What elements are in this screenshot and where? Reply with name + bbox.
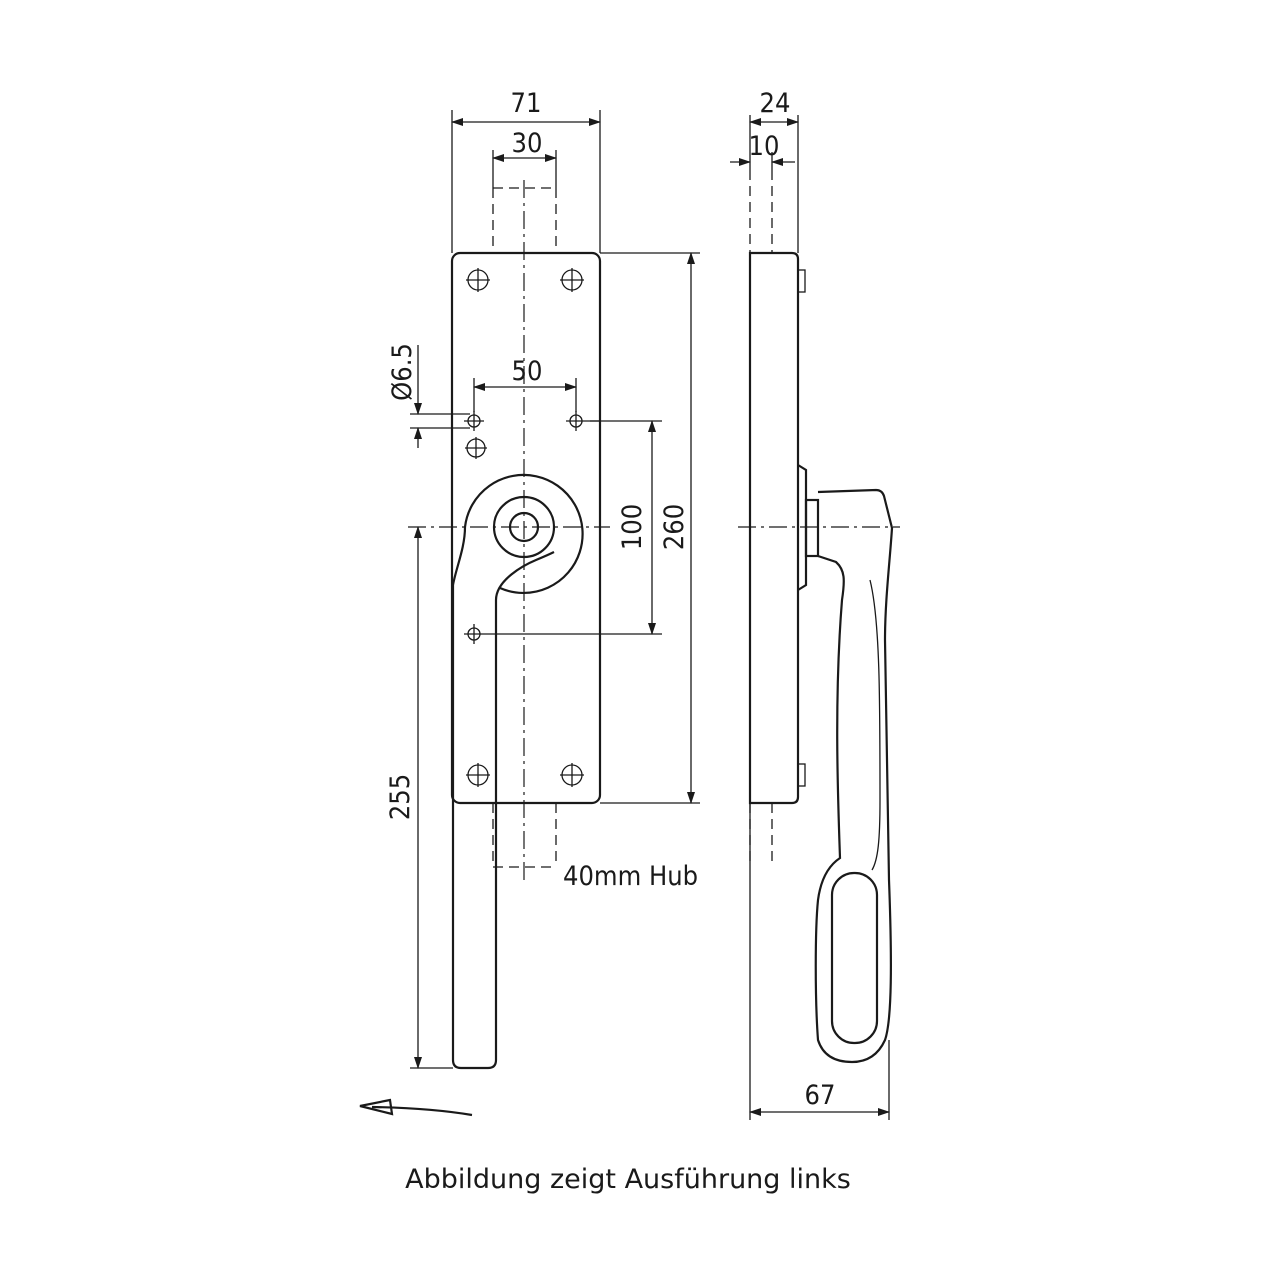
dim-width-total: 71 [511, 88, 542, 119]
mounting-hole-left [464, 411, 484, 431]
screw-middle-left [465, 437, 487, 459]
bottom-rod [492, 803, 557, 868]
front-view [359, 180, 610, 1117]
dim-hole-spacing: 50 [512, 356, 543, 387]
dim-hole-vertical: 100 [617, 504, 648, 550]
mounting-plate [450, 251, 602, 805]
dim-stroke: 40mm Hub [563, 861, 698, 892]
side-body [748, 251, 800, 805]
mounting-hole-lower [464, 624, 484, 644]
caption: Abbildung zeigt Ausführung links [405, 1164, 851, 1195]
dim-plate-height: 260 [659, 504, 690, 550]
dim-side-rod: 10 [749, 131, 780, 162]
screw-top-left [466, 268, 490, 292]
top-rod [492, 187, 557, 253]
rotation-arrow [359, 1098, 473, 1117]
dim-side-depth: 24 [760, 88, 791, 119]
screw-top-right [560, 268, 584, 292]
screw-bottom-left [466, 763, 490, 787]
dim-width-rods: 30 [512, 128, 543, 159]
dim-handle-length: 255 [385, 774, 416, 820]
dim-hole-diameter: Ø6.5 [387, 343, 418, 401]
front-dimensions: 71 30 50 Ø6.5 100 260 255 40mm Hub [385, 88, 700, 1069]
dim-side-handle-depth: 67 [805, 1080, 836, 1111]
handle-front [451, 473, 584, 1070]
handle-side [814, 488, 894, 1064]
screw-bottom-right [560, 763, 584, 787]
side-dimensions: 24 10 67 [730, 88, 890, 1120]
side-view [738, 170, 900, 1064]
